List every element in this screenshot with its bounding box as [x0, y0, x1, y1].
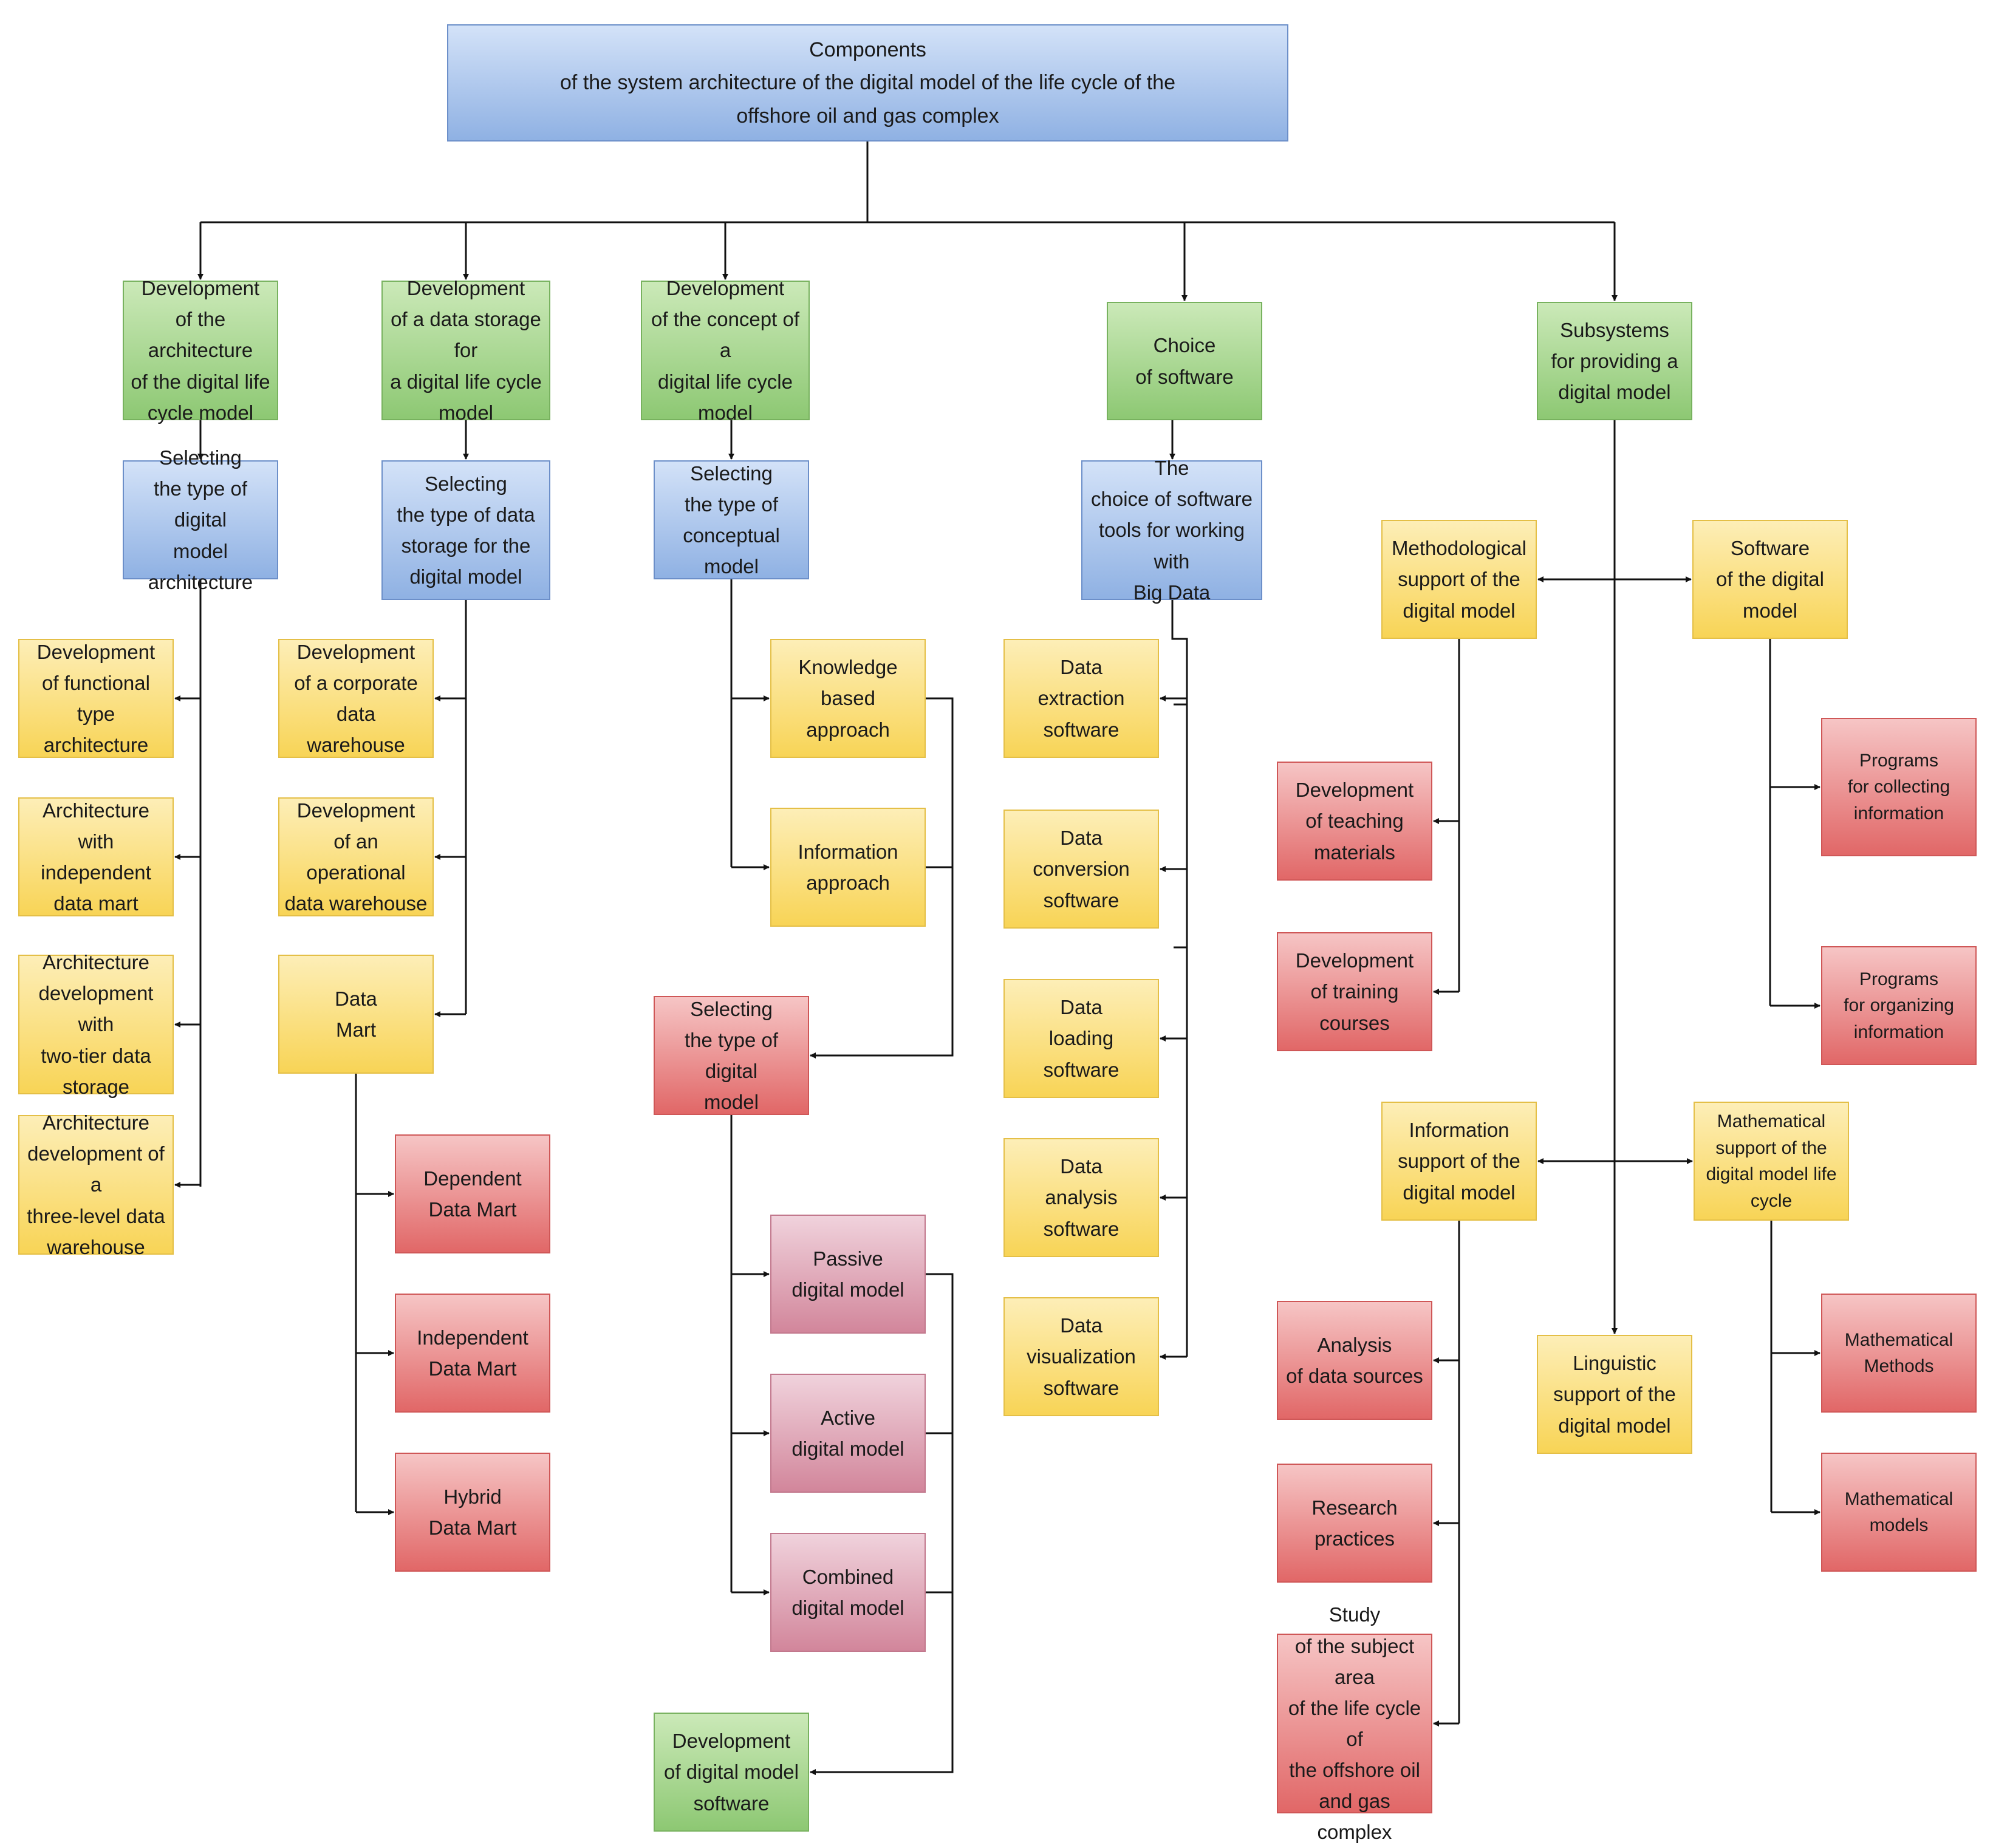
node-corporate-warehouse: Development of a corporate data warehous… — [278, 639, 434, 758]
node-dev-concept: Development of the concept of a digital … — [641, 277, 810, 424]
software-spine — [1171, 600, 1188, 1357]
node-research-practices: Research practices — [1277, 1464, 1432, 1583]
node-teaching-materials: Development of teaching materials — [1277, 762, 1432, 881]
node-passive-model: Passive digital model — [770, 1215, 926, 1334]
node-three-level-architecture: Architecture development of a three-leve… — [18, 1111, 174, 1258]
node-combined-model: Combined digital model — [770, 1533, 926, 1652]
node-mathematical-methods: Mathematical Methods — [1821, 1294, 1977, 1413]
node-dev-arch: Development of the architecture of the d… — [123, 277, 278, 424]
node-data-mart: Data Mart — [278, 955, 434, 1074]
node-dev-storage: Development of a data storage for a digi… — [381, 277, 550, 424]
node-linguistic-support: Linguistic support of the digital model — [1537, 1335, 1692, 1454]
node-independent-mart-architecture: Architecture with independent data mart — [18, 797, 174, 916]
node-programs-organizing: Programs for organizing information — [1821, 946, 1977, 1065]
node-analysis-software: Data analysis software — [1003, 1138, 1159, 1257]
node-functional-architecture: Development of functional type architect… — [18, 639, 174, 758]
node-active-model: Active digital model — [770, 1374, 926, 1493]
node-knowledge-approach: Knowledge based approach — [770, 639, 926, 758]
software-bracket — [1174, 703, 1188, 949]
node-selecting-storage: Selecting the type of data storage for t… — [381, 460, 550, 600]
node-mathematical-models: Mathematical models — [1821, 1453, 1977, 1572]
node-training-courses: Development of training courses — [1277, 932, 1432, 1051]
node-information-support: Information support of the digital model — [1381, 1102, 1537, 1221]
node-programs-collecting: Programs for collecting information — [1821, 718, 1977, 856]
node-choice-software: Choice of software — [1107, 302, 1262, 420]
node-software-digital-model: Software of the digital model — [1692, 520, 1848, 639]
node-conversion-software: Data conversion software — [1003, 810, 1159, 929]
root-node: Components of the system architecture of… — [447, 24, 1288, 141]
node-two-tier-architecture: Architecture development with two-tier d… — [18, 951, 174, 1098]
node-visualization-software: Data visualization software — [1003, 1297, 1159, 1416]
node-extraction-software: Data extraction software — [1003, 639, 1159, 758]
node-hybrid-data-mart: Hybrid Data Mart — [395, 1453, 550, 1572]
node-selecting-architecture: Selecting the type of digital model arch… — [123, 446, 278, 593]
node-mathematical-support: Mathematical support of the digital mode… — [1694, 1102, 1849, 1221]
node-information-approach: Information approach — [770, 808, 926, 927]
node-operational-warehouse: Development of an operational data wareh… — [278, 797, 434, 916]
node-analysis-data-sources: Analysis of data sources — [1277, 1301, 1432, 1420]
node-selecting-digital-model: Selecting the type of digital model — [654, 996, 809, 1115]
node-selecting-concept: Selecting the type of conceptual model — [654, 460, 809, 579]
node-subsystems: Subsystems for providing a digital model — [1537, 302, 1692, 420]
node-loading-software: Data loading software — [1003, 979, 1159, 1098]
node-independent-data-mart: Independent Data Mart — [395, 1294, 550, 1413]
node-dev-model-software: Development of digital model software — [654, 1713, 809, 1832]
models-to-software — [810, 1273, 954, 1775]
node-choice-tools: The choice of software tools for working… — [1081, 457, 1262, 604]
node-study-subject-area: Study of the subject area of the life cy… — [1277, 1603, 1432, 1843]
node-dependent-data-mart: Dependent Data Mart — [395, 1134, 550, 1253]
node-methodological-support: Methodological support of the digital mo… — [1381, 520, 1537, 639]
